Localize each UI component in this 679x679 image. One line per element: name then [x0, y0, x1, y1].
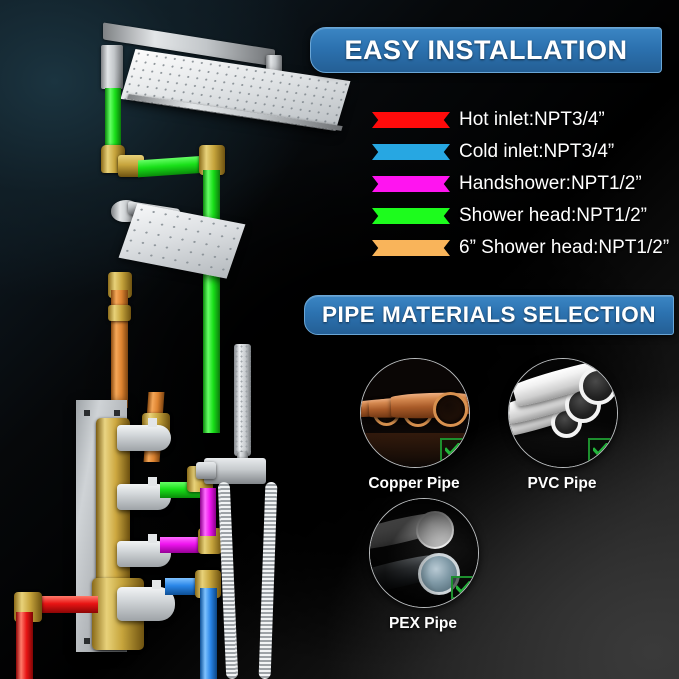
- pex-pipe-photo: [369, 498, 479, 608]
- pipe-shower-head-vertical-main: [203, 170, 220, 433]
- valve-handle-1[interactable]: [117, 425, 171, 451]
- plate-bolt-bottom-left: [84, 638, 90, 644]
- legend-swatch-shower-head: [372, 200, 450, 231]
- legend-item-cold-inlet: Cold inlet:NPT3/4”: [372, 136, 672, 167]
- legend-label-hot-inlet: Hot inlet:NPT3/4”: [459, 108, 605, 130]
- legend-label-handshower: Handshower:NPT1/2”: [459, 172, 642, 194]
- legend-label-six-inch-shower-head: 6” Shower head:NPT1/2”: [459, 236, 670, 258]
- check-icon: [445, 443, 460, 456]
- valve-handle-3-lever[interactable]: [148, 534, 157, 543]
- handheld-shower-wand[interactable]: [234, 344, 251, 456]
- banner-easy-installation: EASY INSTALLATION: [310, 27, 662, 73]
- pipe-legend: Hot inlet:NPT3/4” Cold inlet:NPT3/4” Han…: [372, 104, 672, 264]
- pvc-pipe-photo: [508, 358, 618, 468]
- legend-swatch-handshower: [372, 168, 450, 199]
- legend-item-shower-head: Shower head:NPT1/2”: [372, 200, 672, 231]
- flexible-hose-second: [258, 481, 278, 679]
- pvc-pipe-approved-check: [588, 438, 613, 461]
- legend-swatch-six-inch-shower-head: [372, 232, 450, 263]
- pipe-handshower-vertical: [200, 488, 216, 536]
- material-pvc-pipe: PVC Pipe: [508, 358, 618, 493]
- ceiling-arm-flange: [101, 45, 123, 89]
- banner-pipe-materials: PIPE MATERIALS SELECTION: [304, 295, 674, 335]
- valve-handle-2-lever[interactable]: [148, 477, 157, 486]
- pipe-shower-head-vertical-upper: [105, 88, 121, 150]
- pipe-shower-head-horizontal: [138, 155, 206, 178]
- shower-system-diagram: [14, 22, 351, 679]
- brass-elbow-upper-left-outlet: [118, 155, 144, 177]
- legend-label-cold-inlet: Cold inlet:NPT3/4”: [459, 140, 615, 162]
- legend-swatch-hot-inlet: [372, 104, 450, 135]
- wall-mount-shower-head: [118, 203, 246, 279]
- material-copper-pipe: Copper Pipe: [360, 358, 470, 493]
- legend-item-handshower: Handshower:NPT1/2”: [372, 168, 672, 199]
- material-label-pex: PEX Pipe: [388, 615, 458, 632]
- pipe-cold-inlet-vertical: [200, 588, 217, 679]
- legend-label-shower-head: Shower head:NPT1/2”: [459, 204, 647, 226]
- copper-pipe-approved-check: [440, 438, 465, 461]
- valve-handle-1-lever[interactable]: [148, 418, 157, 427]
- pipe-hot-inlet-vertical: [16, 612, 33, 679]
- plate-bolt-top-left: [84, 410, 90, 416]
- banner-easy-installation-text: EASY INSTALLATION: [344, 34, 628, 65]
- check-icon: [456, 581, 471, 594]
- material-pex-pipe: PEX Pipe: [369, 498, 479, 633]
- holder-mount-arm: [196, 462, 216, 479]
- banner-pipe-materials-text: PIPE MATERIALS SELECTION: [321, 302, 657, 327]
- pex-pipe-approved-check: [451, 576, 476, 599]
- valve-handle-4-lever[interactable]: [152, 580, 161, 589]
- pipe-hot-inlet-horizontal: [36, 596, 98, 613]
- legend-item-hot-inlet: Hot inlet:NPT3/4”: [372, 104, 672, 135]
- copper-pipe-photo: [360, 358, 470, 468]
- check-icon: [593, 443, 608, 456]
- pipe-handshower-horizontal: [160, 537, 210, 553]
- material-label-copper: Copper Pipe: [368, 475, 460, 492]
- legend-swatch-cold-inlet: [372, 136, 450, 167]
- legend-item-six-inch-shower-head: 6” Shower head:NPT1/2”: [372, 232, 672, 263]
- brass-elbow-orange-lower: [108, 305, 131, 321]
- material-label-pvc: PVC Pipe: [527, 475, 597, 492]
- plate-bolt-top-right: [114, 410, 120, 416]
